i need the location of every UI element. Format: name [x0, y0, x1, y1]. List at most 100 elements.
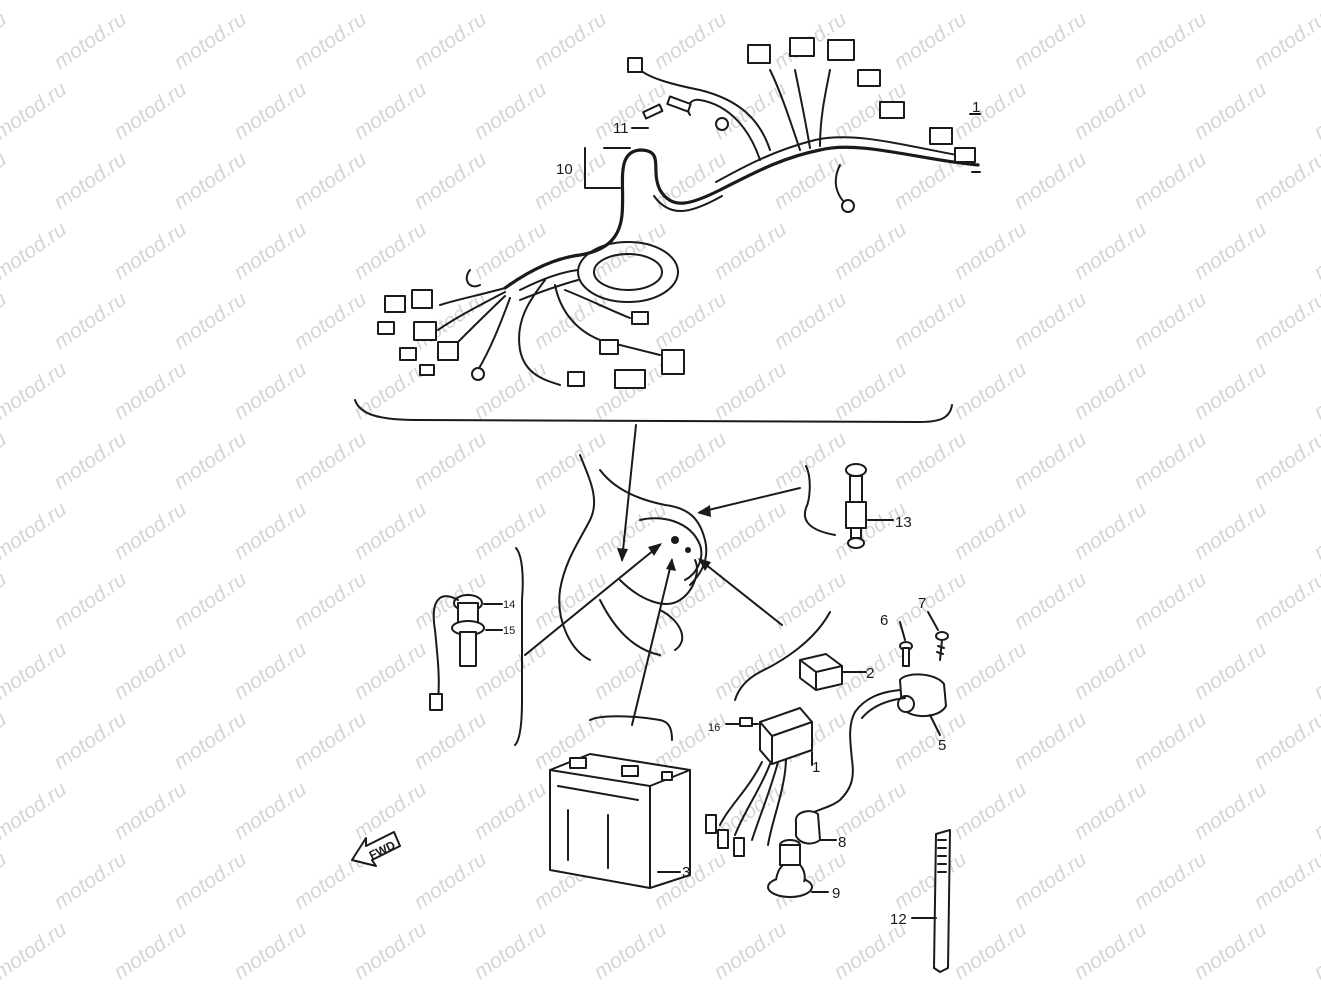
callout-6: 6 — [880, 612, 888, 629]
watermark-text: motod.ru — [950, 358, 1031, 425]
callout-9: 9 — [832, 885, 840, 902]
watermark-text: motod.ru — [1250, 428, 1321, 495]
watermark-text: motod.ru — [1310, 218, 1321, 285]
watermark-text: motod.ru — [230, 358, 311, 425]
watermark-text: motod.ru — [1070, 218, 1151, 285]
watermark-text: motod.ru — [650, 428, 731, 495]
watermark-text: motod.ru — [1130, 848, 1211, 915]
connector-mid-d — [614, 369, 646, 389]
watermark-text: motod.ru — [170, 8, 251, 75]
ground-terminal-right — [841, 199, 855, 213]
callout-labels: 1 11 10 13 14 15 6 7 2 16 5 1 8 3 9 12 — [503, 99, 980, 928]
watermark-text: motod.ru — [0, 358, 71, 425]
watermark-text: motod.ru — [1190, 358, 1271, 425]
watermark-text: motod.ru — [290, 708, 371, 775]
watermark-text: motod.ru — [650, 288, 731, 355]
watermark-text: motod.ru — [0, 78, 71, 145]
watermark-text: motod.ru — [890, 288, 971, 355]
watermark-text: motod.ru — [50, 148, 131, 215]
watermark-text: motod.ru — [650, 708, 731, 775]
callout-10-11-leaders — [584, 103, 664, 189]
watermark-text: motod.ru — [290, 568, 371, 635]
connector-top-left — [627, 57, 643, 73]
callout-3: 3 — [682, 864, 690, 881]
watermark-text: motod.ru — [1130, 428, 1211, 495]
watermark-text: motod.ru — [0, 288, 11, 355]
watermark-text: motod.ru — [1310, 918, 1321, 985]
watermark-text: motod.ru — [1250, 848, 1321, 915]
watermark-text: motod.ru — [50, 288, 131, 355]
watermark-text: motod.ru — [1250, 288, 1321, 355]
watermark-text: motod.ru — [1310, 638, 1321, 705]
watermark-text: motod.ru — [350, 638, 431, 705]
watermark-text: motod.ru — [470, 218, 551, 285]
callout-5: 5 — [938, 737, 946, 754]
watermark-text: motod.ru — [950, 218, 1031, 285]
watermark-text: motod.ru — [0, 918, 71, 985]
watermark-text: motod.ru — [1250, 568, 1321, 635]
watermark-text: motod.ru — [530, 568, 611, 635]
watermark-text: motod.ru — [470, 78, 551, 145]
watermark-text: motod.ru — [530, 8, 611, 75]
watermark-text: motod.ru — [470, 918, 551, 985]
connector-mid-b — [599, 339, 619, 355]
watermark-text: motod.ru — [410, 848, 491, 915]
watermark-text: motod.ru — [1130, 8, 1211, 75]
connector-left-d — [413, 321, 437, 341]
bracket-14-15 — [514, 547, 524, 746]
watermark-text: motod.ru — [0, 498, 71, 565]
watermark-text: motod.ru — [1310, 358, 1321, 425]
connector-mid-c — [661, 349, 685, 375]
watermark-text: motod.ru — [110, 918, 191, 985]
watermark-text: motod.ru — [0, 708, 11, 775]
bracket-13 — [803, 465, 836, 536]
watermark-text: motod.ru — [170, 708, 251, 775]
watermark-text: motod.ru — [1010, 148, 1091, 215]
watermark-text: motod.ru — [410, 708, 491, 775]
connector-block-a — [747, 44, 771, 64]
connector-block-c — [827, 39, 855, 61]
watermark-text: motod.ru — [950, 0, 1031, 4]
watermark-text: motod.ru — [350, 918, 431, 985]
watermark-text: motod.ru — [830, 0, 911, 4]
watermark-text: motod.ru — [230, 218, 311, 285]
callout-8: 8 — [838, 834, 846, 851]
watermark-text: motod.ru — [1010, 848, 1091, 915]
watermark-text: motod.ru — [470, 778, 551, 845]
watermark-text: motod.ru — [110, 358, 191, 425]
watermark-text: motod.ru — [290, 148, 371, 215]
part-8-plug-cap — [794, 810, 837, 845]
watermark-text: motod.ru — [1130, 568, 1211, 635]
fuse-part-11 — [642, 103, 664, 120]
watermark-text: motod.ru — [110, 638, 191, 705]
watermark-text: motod.ru — [0, 638, 71, 705]
callout-13: 13 — [895, 514, 912, 531]
watermark-text: motod.ru — [950, 498, 1031, 565]
watermark-text: motod.ru — [1010, 708, 1091, 775]
watermark-text: motod.ru — [350, 0, 431, 4]
watermark-text: motod.ru — [230, 78, 311, 145]
motorcycle-frame — [558, 454, 708, 661]
connector-mid-e — [567, 371, 585, 387]
watermark-text: motod.ru — [710, 918, 791, 985]
part-6-screw — [899, 621, 913, 667]
watermark-text: motod.ru — [950, 638, 1031, 705]
watermark-text: motod.ru — [950, 78, 1031, 145]
watermark-text: motod.ru — [1310, 0, 1321, 4]
watermark-text: motod.ru — [0, 148, 11, 215]
watermark-text: motod.ru — [50, 568, 131, 635]
harness-callout-1-leader — [969, 113, 981, 173]
watermark-text: motod.ru — [1190, 78, 1271, 145]
watermark-text: motod.ru — [1130, 288, 1211, 355]
watermark-text: motod.ru — [50, 848, 131, 915]
callout-15: 15 — [503, 625, 515, 637]
watermark-text: motod.ru — [1190, 498, 1271, 565]
callout-10: 10 — [556, 161, 573, 178]
watermark-text: motod.ru — [290, 428, 371, 495]
watermark-text: motod.ru — [410, 8, 491, 75]
connector-left-a — [384, 295, 406, 313]
watermark-text: motod.ru — [1010, 8, 1091, 75]
watermark-text: motod.ru — [110, 778, 191, 845]
